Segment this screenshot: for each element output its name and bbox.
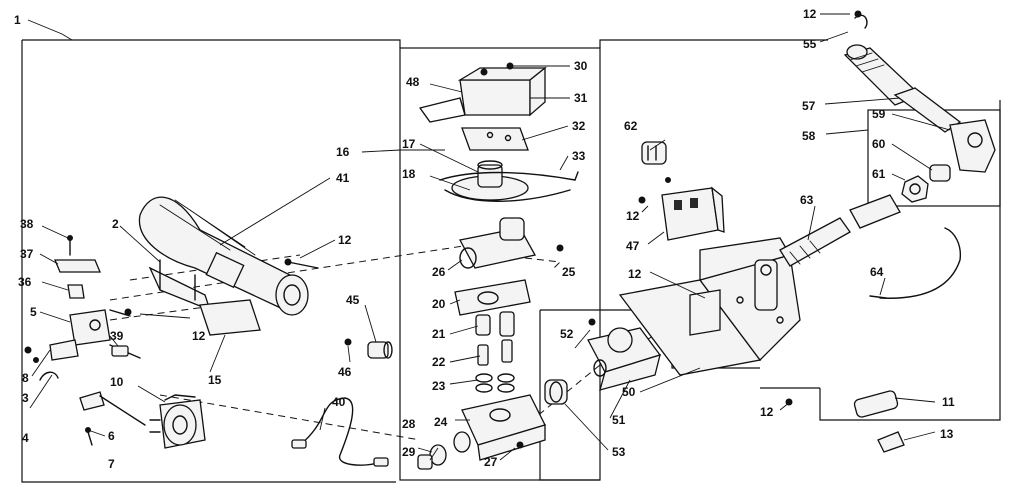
label-7: 7 [108, 457, 115, 471]
label-37: 37 [20, 247, 34, 261]
label-17: 17 [402, 137, 416, 151]
pipe-63 [779, 194, 901, 267]
thermocouple-40 [291, 397, 389, 467]
fitting-6-7 [79, 391, 146, 446]
valve-stack [454, 217, 564, 393]
label-55: 55 [803, 37, 817, 51]
label-32: 32 [572, 119, 586, 133]
label-52: 52 [560, 327, 574, 341]
top-bracket [419, 62, 547, 151]
label-15: 15 [208, 373, 222, 387]
main-frame-bracket [618, 237, 801, 406]
label-45: 45 [346, 293, 360, 307]
mounting-plate [199, 299, 261, 336]
label-12-regulator: 12 [626, 209, 640, 223]
valve-lower-body [417, 394, 546, 470]
label-10: 10 [110, 375, 124, 389]
label-2: 2 [112, 217, 119, 231]
label-18: 18 [402, 167, 416, 181]
gas-valve-10 [149, 394, 206, 449]
label-63: 63 [800, 193, 814, 207]
label-1: 1 [14, 13, 21, 27]
label-41: 41 [336, 171, 350, 185]
label-51: 51 [612, 413, 626, 427]
clip-13 [877, 431, 905, 453]
fitting-62 [641, 141, 667, 165]
label-4: 4 [22, 431, 29, 445]
label-13: 13 [940, 427, 954, 441]
label-12-top: 12 [803, 7, 817, 21]
label-26: 26 [432, 265, 446, 279]
label-3: 3 [22, 391, 29, 405]
label-61: 61 [872, 167, 886, 181]
label-38: 38 [20, 217, 34, 231]
burner-tube [138, 196, 309, 316]
label-47: 47 [626, 239, 640, 253]
label-57: 57 [802, 99, 816, 113]
regulator-47 [638, 177, 725, 241]
label-33: 33 [572, 149, 586, 163]
sensor-11 [853, 390, 899, 418]
label-48: 48 [406, 75, 420, 89]
pilot-valve-51 [587, 318, 662, 391]
label-11: 11 [942, 395, 955, 409]
label-59: 59 [872, 107, 886, 121]
label-62: 62 [624, 119, 638, 133]
label-8: 8 [22, 371, 29, 385]
label-30: 30 [574, 59, 588, 73]
leader-lines [29, 13, 951, 461]
label-16: 16 [336, 145, 350, 159]
diaphragm [439, 160, 579, 202]
label-53: 53 [612, 445, 626, 459]
part-labels: 1 2 3 4 5 6 7 8 10 11 12 12 12 12 12 12 … [14, 7, 955, 471]
label-58: 58 [802, 129, 816, 143]
label-6: 6 [108, 429, 115, 443]
label-39: 39 [110, 329, 124, 343]
label-12-bracket: 12 [192, 329, 206, 343]
label-12-burner: 12 [338, 233, 352, 247]
screw-12-left [109, 258, 319, 317]
valve-subassembly-box [399, 47, 601, 481]
wire-64 [869, 227, 962, 299]
label-5: 5 [30, 305, 37, 319]
label-24: 24 [434, 415, 448, 429]
label-40: 40 [332, 395, 346, 409]
label-12-frame: 12 [628, 267, 642, 281]
label-20: 20 [432, 297, 446, 311]
label-12-lower: 12 [760, 405, 774, 419]
label-22: 22 [432, 355, 446, 369]
label-21: 21 [432, 327, 446, 341]
label-27: 27 [484, 455, 498, 469]
label-64: 64 [870, 265, 884, 279]
label-31: 31 [574, 91, 588, 105]
connector-53 [544, 379, 568, 405]
label-29: 29 [402, 445, 416, 459]
elbow-fittings [901, 119, 996, 203]
supply-tube-57 [843, 10, 962, 133]
label-28: 28 [402, 417, 416, 431]
label-46: 46 [338, 365, 352, 379]
label-25: 25 [562, 265, 576, 279]
label-50: 50 [622, 385, 636, 399]
assembly-frame [21, 19, 1001, 483]
left-bracket-cluster [24, 235, 141, 381]
label-60: 60 [872, 137, 886, 151]
fitting-45-46 [344, 338, 393, 359]
label-23: 23 [432, 379, 446, 393]
label-36: 36 [18, 275, 32, 289]
